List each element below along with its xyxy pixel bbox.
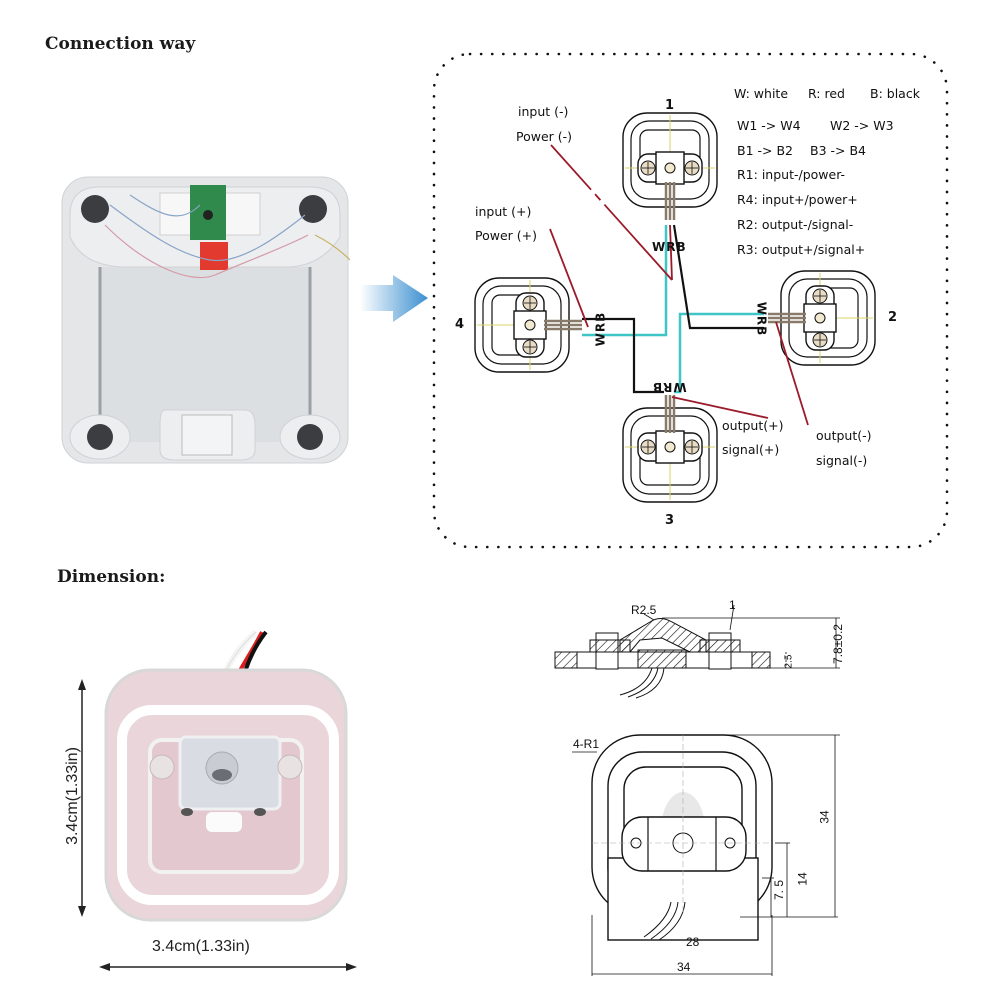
sensor-2-number: 2 bbox=[888, 310, 898, 325]
load-cell-4 bbox=[473, 276, 584, 374]
legend-b1-b2: B1 -> B2 bbox=[737, 143, 793, 158]
legend-r3: R3: output+/signal+ bbox=[737, 242, 866, 257]
sensor-4-wire-label: WRB bbox=[593, 311, 608, 347]
connection-way-heading: Connection way bbox=[45, 34, 196, 54]
callout-line-r1 bbox=[550, 144, 673, 281]
sensor-1-number: 1 bbox=[665, 98, 675, 113]
wire-w1-w4 bbox=[582, 225, 668, 337]
legend-r1: R1: input-/power- bbox=[737, 167, 846, 182]
scale-photo bbox=[60, 175, 350, 465]
sensor-2-wire-label: WRB bbox=[754, 301, 769, 337]
legend-r4: R4: input+/power+ bbox=[737, 192, 858, 207]
red-hx711-board bbox=[200, 242, 228, 270]
sensor-1-wire-label: WRB bbox=[652, 240, 687, 254]
legend-w1-w4: W1 -> W4 bbox=[737, 118, 801, 133]
legend-black: B: black bbox=[870, 86, 920, 101]
label-input-minus: input (-) bbox=[518, 104, 569, 119]
label-power-minus: Power (-) bbox=[516, 129, 573, 144]
label-signal-minus: signal(-) bbox=[816, 453, 868, 468]
callout-line-r2 bbox=[775, 321, 809, 426]
callout-line-r4 bbox=[549, 228, 589, 328]
legend-white: W: white bbox=[734, 86, 789, 101]
load-cell-1 bbox=[621, 111, 719, 222]
label-output-plus: output(+) bbox=[722, 418, 784, 433]
sensor-4-number: 4 bbox=[455, 317, 465, 332]
legend-r2: R2: output-/signal- bbox=[737, 217, 854, 232]
label-input-plus: input (+) bbox=[475, 204, 532, 219]
wire-b3-b4 bbox=[582, 317, 664, 394]
label-output-minus: output(-) bbox=[816, 428, 872, 443]
sensor-3-wire-label: WRB bbox=[652, 380, 687, 394]
label-power-plus: Power (+) bbox=[475, 228, 537, 243]
legend-w2-w3: W2 -> W3 bbox=[830, 118, 894, 133]
sensor-3-number: 3 bbox=[665, 513, 675, 528]
wire-w2-w3 bbox=[674, 312, 764, 394]
load-cell-3 bbox=[621, 393, 719, 504]
dimension-heading: Dimension: bbox=[57, 567, 166, 587]
scale-illustration bbox=[61, 176, 350, 464]
wire-b1-b2 bbox=[672, 224, 764, 330]
legend-b3-b4: B3 -> B4 bbox=[810, 143, 866, 158]
legend-red: R: red bbox=[808, 86, 845, 101]
label-signal-plus: signal(+) bbox=[722, 442, 780, 457]
callout-line-r3 bbox=[671, 396, 769, 419]
